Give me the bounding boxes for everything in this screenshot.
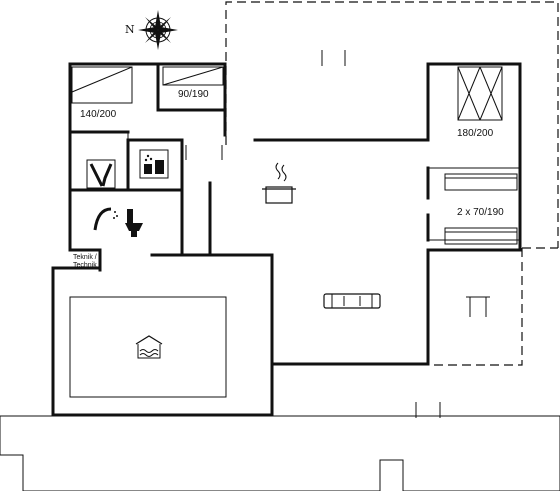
swimming-pool-icon [135,335,163,359]
bed-140-200 [71,66,133,104]
shower-toilet-icon [93,207,143,237]
bed-90-190 [162,66,224,86]
terrace-outline [0,415,560,491]
sofa-icon [323,293,381,309]
windows [321,50,441,418]
door-openings [127,132,520,241]
bed-180-200 [457,66,503,121]
technical-room-label: Teknik / [73,254,97,261]
walls [51,62,522,417]
compass-rose-icon [138,10,178,50]
bed-size-label: 180/200 [457,128,494,139]
bed-size-label: 140/200 [80,109,117,120]
wine-bottles-icon [86,159,116,189]
north-label: N [125,23,135,36]
technical-room-label: Technik [73,262,97,269]
bed-size-label: 90/190 [178,89,209,100]
swimming-pool [69,296,227,398]
fireplace-icon [466,296,490,317]
bed-size-label: 2 x 70/190 [457,207,504,218]
washing-machine-icon [139,149,169,179]
cooking-pot-icon [262,162,296,204]
covered-terrace-dashed [225,1,559,366]
beds-2x70-190 [444,173,518,245]
